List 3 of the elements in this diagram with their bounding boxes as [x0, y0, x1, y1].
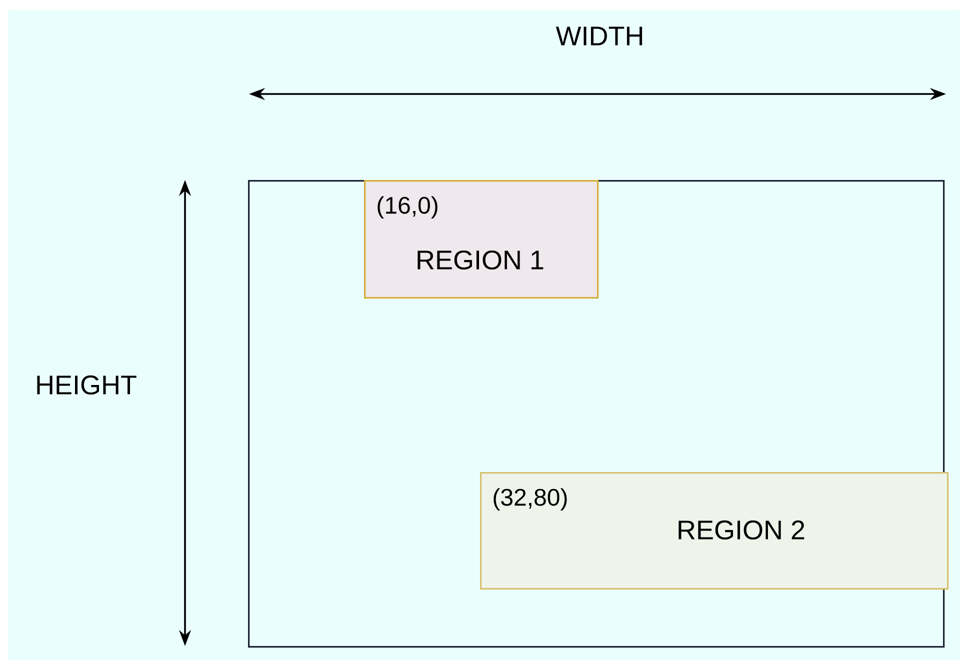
- region-box: (16,0) REGION 1: [364, 180, 599, 299]
- dimension-label: WIDTH: [556, 26, 642, 46]
- dimension-label: HEIGHT: [37, 375, 136, 395]
